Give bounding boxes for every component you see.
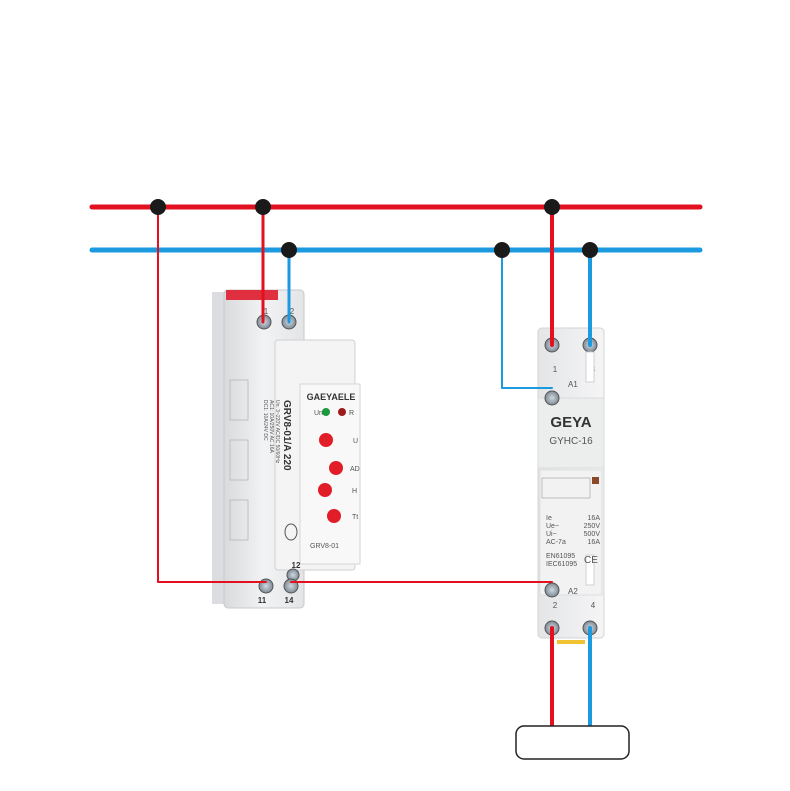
contactor-screw-a2 bbox=[544, 582, 560, 598]
relay-side-schematic-1 bbox=[229, 379, 249, 421]
rating-ui-value: 500V bbox=[584, 531, 601, 538]
relay-spec-line-3: DC1: 10A/24V DC bbox=[262, 400, 268, 441]
relay-terminal-14-label: 14 bbox=[285, 596, 294, 605]
wire-live-to-relay-11 bbox=[157, 206, 267, 583]
led-un-label: Un bbox=[314, 410, 323, 417]
monitoring-relay: 1 2 12 11 14 GAEYAELE Un R U AD H Tt GRV… bbox=[212, 289, 361, 609]
dial-u-icon bbox=[319, 433, 333, 447]
contactor-terminal-1-label: 1 bbox=[553, 365, 558, 374]
dial-h-icon bbox=[318, 483, 332, 497]
led-un-icon bbox=[322, 408, 330, 416]
relay-terminal-2-label: 2 bbox=[290, 307, 295, 316]
relay-spec-line-1: Un: 3~220V AC/DC 50/60Hz bbox=[274, 400, 280, 464]
junction-dot bbox=[150, 199, 166, 215]
rating-ac7a-label: AC-7a bbox=[546, 539, 566, 546]
dial-ad-label: AD bbox=[350, 466, 360, 473]
wire-neutral-to-a1 bbox=[501, 249, 553, 389]
relay-terminal-1-label: 1 bbox=[264, 307, 269, 316]
contactor-screw-a1 bbox=[544, 390, 560, 406]
rating-ue-label: Ue~ bbox=[546, 523, 559, 530]
led-r-icon bbox=[338, 408, 346, 416]
contactor-terminal-4-label: 4 bbox=[591, 601, 596, 610]
contactor-label-panel bbox=[537, 397, 605, 469]
junction-dot bbox=[255, 199, 271, 215]
relay-brand: GAEYAELE bbox=[307, 392, 356, 402]
standard-iec61095: IEC61095 bbox=[546, 561, 577, 568]
ce-mark-icon: CE bbox=[584, 555, 598, 566]
contactor-indicator bbox=[592, 477, 599, 484]
junction-dot bbox=[281, 242, 297, 258]
contactor-window-bottom bbox=[585, 554, 595, 586]
contactor-window-top bbox=[585, 351, 595, 383]
relay-terminal-11-label: 11 bbox=[258, 596, 267, 605]
junction-dot bbox=[544, 199, 560, 215]
contactor-terminal-2-label: 2 bbox=[553, 601, 558, 610]
relay-model-rotated: GRV8-01/A 220 bbox=[281, 400, 292, 471]
dial-u-label: U bbox=[353, 438, 358, 445]
contactor-bridge bbox=[557, 640, 585, 644]
dial-h-label: H bbox=[352, 488, 357, 495]
contactor-model: GYHC-16 bbox=[549, 436, 593, 447]
rating-ac7a-value: 16A bbox=[588, 539, 601, 546]
dial-tt-label: Tt bbox=[352, 514, 358, 521]
contactor-schematic-icon bbox=[541, 477, 591, 499]
rating-ui-label: Ui~ bbox=[546, 531, 557, 538]
relay-red-cap bbox=[226, 290, 278, 300]
load-box bbox=[515, 725, 630, 760]
rating-ie-value: 16A bbox=[588, 515, 601, 522]
junction-dot bbox=[582, 242, 598, 258]
contactor-terminal-a2-label: A2 bbox=[568, 587, 578, 596]
relay-side-schematic-2 bbox=[229, 439, 249, 481]
contactor-ratings: Ie 16A Ue~ 250V Ui~ 500V AC-7a 16A bbox=[546, 515, 600, 546]
contactor-terminal-a1-label: A1 bbox=[568, 380, 578, 389]
relay-terminal-12-label: 12 bbox=[292, 561, 301, 570]
relay-spec-line-2: AC1: 10A/250V AC 16A bbox=[268, 400, 274, 453]
contactor-brand: GEYA bbox=[550, 414, 591, 431]
rating-ue-value: 250V bbox=[584, 523, 601, 530]
dial-ad-icon bbox=[329, 461, 343, 475]
ccc-mark-icon bbox=[284, 523, 298, 541]
junction-dot bbox=[494, 242, 510, 258]
relay-model-front: GRV8-01 bbox=[310, 543, 339, 550]
wires bbox=[89, 204, 703, 728]
junctions bbox=[150, 199, 598, 258]
relay-side-schematic-3 bbox=[229, 499, 249, 541]
rating-ie-label: Ie bbox=[546, 515, 552, 522]
standard-en61095: EN61095 bbox=[546, 553, 575, 560]
contactor: 1 3 A1 A2 2 4 GEYA GYHC-16 Ie 16A Ue~ 25… bbox=[537, 327, 605, 644]
dial-tt-icon bbox=[327, 509, 341, 523]
relay-dial-panel bbox=[299, 383, 361, 565]
led-r-label: R bbox=[349, 410, 354, 417]
